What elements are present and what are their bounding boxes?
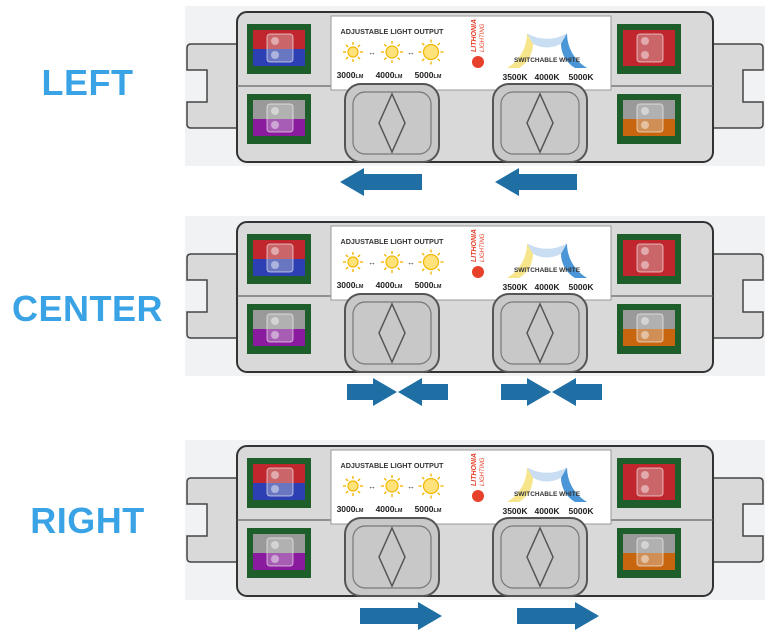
sun-icon-large <box>418 473 444 499</box>
cct-arc-warm <box>507 243 533 278</box>
brand-subtitle: LIGHTING <box>480 23 486 52</box>
terminal-red-red <box>617 234 681 284</box>
cct-switch <box>492 517 588 597</box>
driver-panel-left: ADJUSTABLE LIGHT OUTPUT ↔ ↔ 3000LM 4000LM 500… <box>185 2 765 202</box>
light-output-title: ADJUSTABLE LIGHT OUTPUT <box>341 461 444 470</box>
cct-value-4000K: 4000K <box>534 506 560 516</box>
switchable-title: SWITCHABLE WHITE <box>514 491 581 498</box>
brand-subtitle: LIGHTING <box>480 233 486 262</box>
cct-arc-neutral <box>527 243 567 258</box>
lumen-value-3000: 3000LM <box>337 504 364 514</box>
sun-icon-medium <box>381 251 403 273</box>
light-output-switch <box>344 517 440 597</box>
cct-value-3500K: 3500K <box>502 506 528 516</box>
driver-panel-center: ADJUSTABLE LIGHT OUTPUT ↔ ↔ 3000LM 4000LM 500… <box>185 212 765 412</box>
lithonia-logo-icon <box>472 266 484 278</box>
terminal-red-blue <box>247 234 311 284</box>
cct-arc-neutral <box>527 467 567 482</box>
left-right-arrow-icon: ↔ <box>407 482 415 491</box>
terminal-gray-purple <box>247 94 311 144</box>
mount-flange-right <box>706 43 764 129</box>
terminal-red-red <box>617 458 681 508</box>
sun-icon-small <box>343 252 363 272</box>
cct-arc-cool <box>561 33 587 68</box>
arrow-left-icon <box>398 378 448 406</box>
terminal-gray-orange <box>617 528 681 578</box>
cct-value-4000K: 4000K <box>534 282 560 292</box>
sun-icon-medium <box>381 41 403 63</box>
cct-arc-cool <box>561 467 587 502</box>
cct-arc-cool <box>561 243 587 278</box>
lumen-value-4000: 4000LM <box>376 70 403 80</box>
driver-center: ADJUSTABLE LIGHT OUTPUT ↔ ↔ 3000LM 4000LM 500… <box>185 216 765 406</box>
light-output-switch <box>344 293 440 373</box>
sun-icon-small <box>343 42 363 62</box>
left-right-arrow-icon: ↔ <box>407 48 415 57</box>
lithonia-logo-icon <box>472 56 484 68</box>
mount-flange-right <box>706 253 764 339</box>
left-right-arrow-icon: ↔ <box>407 258 415 267</box>
row-label-right: RIGHT <box>30 500 145 541</box>
brand-name: LITHONIA <box>471 229 478 262</box>
driver-right: ADJUSTABLE LIGHT OUTPUT ↔ ↔ 3000LM 4000LM 500… <box>185 440 765 630</box>
lumen-value-5000: 5000LM <box>415 504 442 514</box>
sun-icon-large <box>418 39 444 65</box>
lithonia-logo-icon <box>472 490 484 502</box>
mount-flange-left <box>186 43 244 129</box>
terminal-red-blue <box>247 458 311 508</box>
brand-subtitle: LIGHTING <box>480 457 486 486</box>
cct-value-3500K: 3500K <box>502 72 528 82</box>
row-label-center: CENTER <box>11 288 163 329</box>
lumen-value-3000: 3000LM <box>337 70 364 80</box>
lumen-value-5000: 5000LM <box>415 70 442 80</box>
terminal-gray-purple <box>247 304 311 354</box>
light-output-title: ADJUSTABLE LIGHT OUTPUT <box>341 27 444 36</box>
arrow-left-icon <box>495 168 577 196</box>
sun-icon-small <box>343 476 363 496</box>
cct-switch <box>492 293 588 373</box>
terminal-gray-orange <box>617 94 681 144</box>
sun-icon-medium <box>381 475 403 497</box>
mount-flange-left <box>186 253 244 339</box>
cct-arc-warm <box>507 467 533 502</box>
row-label-left: LEFT <box>41 62 134 103</box>
brand-name: LITHONIA <box>471 453 478 486</box>
terminal-red-blue <box>247 24 311 74</box>
driver-panel-right: ADJUSTABLE LIGHT OUTPUT ↔ ↔ 3000LM 4000LM 500… <box>185 436 765 636</box>
light-output-title: ADJUSTABLE LIGHT OUTPUT <box>341 237 444 246</box>
terminal-red-red <box>617 24 681 74</box>
switchable-title: SWITCHABLE WHITE <box>514 57 581 64</box>
arrow-left-icon <box>552 378 602 406</box>
sun-icon-large <box>418 249 444 275</box>
cct-value-5000K: 5000K <box>568 282 594 292</box>
mount-flange-right <box>706 477 764 563</box>
lumen-value-4000: 4000LM <box>376 280 403 290</box>
cct-value-5000K: 5000K <box>568 72 594 82</box>
arrow-left-icon <box>340 168 422 196</box>
left-right-arrow-icon: ↔ <box>368 48 376 57</box>
cct-switch <box>492 83 588 163</box>
mount-flange-left <box>186 477 244 563</box>
light-output-switch <box>344 83 440 163</box>
arrow-right-icon <box>347 378 397 406</box>
terminal-gray-purple <box>247 528 311 578</box>
switchable-title: SWITCHABLE WHITE <box>514 267 581 274</box>
cct-value-4000K: 4000K <box>534 72 560 82</box>
cct-value-5000K: 5000K <box>568 506 594 516</box>
left-right-arrow-icon: ↔ <box>368 482 376 491</box>
lumen-value-3000: 3000LM <box>337 280 364 290</box>
arrow-right-icon <box>517 602 599 630</box>
cct-arc-neutral <box>527 33 567 48</box>
left-right-arrow-icon: ↔ <box>368 258 376 267</box>
driver-left: ADJUSTABLE LIGHT OUTPUT ↔ ↔ 3000LM 4000LM 500… <box>185 6 765 196</box>
lumen-value-4000: 4000LM <box>376 504 403 514</box>
cct-value-3500K: 3500K <box>502 282 528 292</box>
brand-name: LITHONIA <box>471 19 478 52</box>
arrow-right-icon <box>360 602 442 630</box>
cct-arc-warm <box>507 33 533 68</box>
arrow-right-icon <box>501 378 551 406</box>
lumen-value-5000: 5000LM <box>415 280 442 290</box>
terminal-gray-orange <box>617 304 681 354</box>
